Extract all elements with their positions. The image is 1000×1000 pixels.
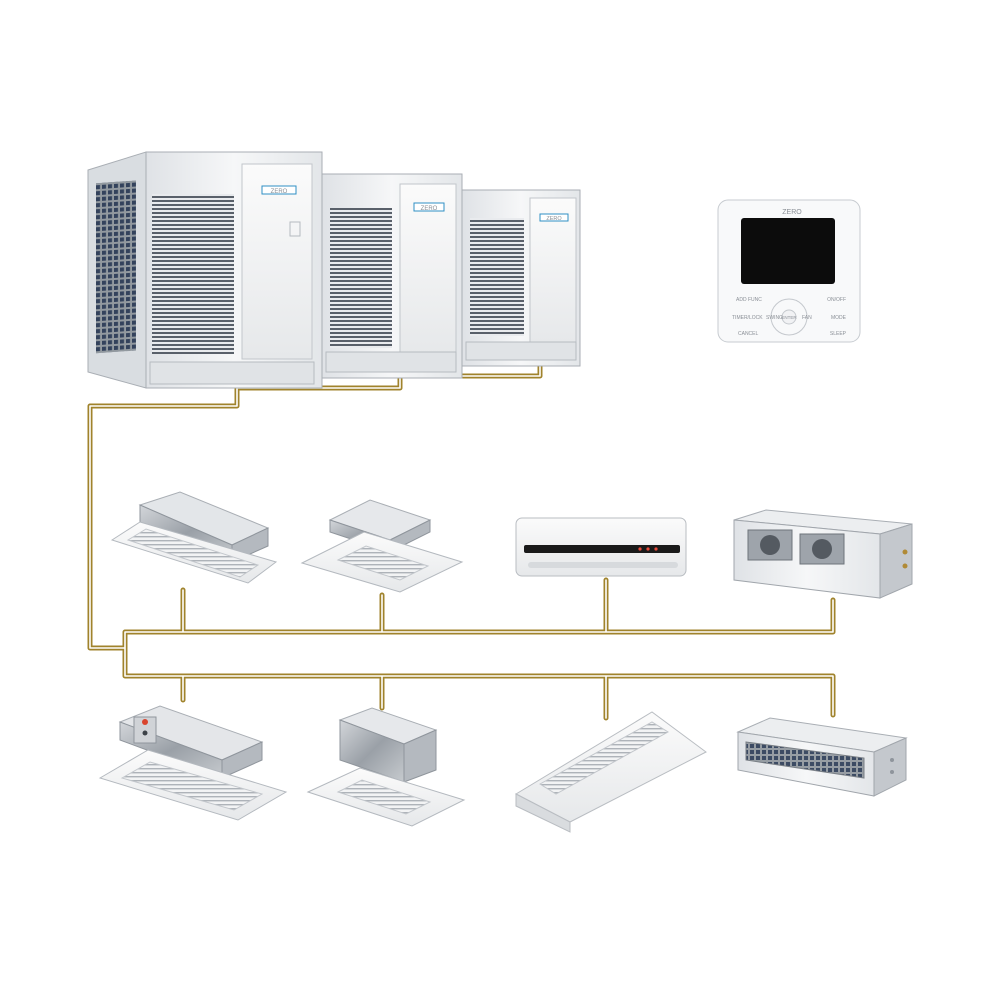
refrigerant-piping	[87, 347, 836, 721]
four-way-cassette-icon	[300, 499, 464, 593]
outdoor-badge-3: ZERO	[546, 216, 562, 222]
key-enter: ENTER	[781, 315, 797, 320]
ceiling-floor-unit-icon	[514, 711, 707, 833]
key-swing: SWING	[766, 315, 783, 321]
outdoor-unit-icon: ZERO ZERO ZERO	[87, 151, 581, 389]
one-way-cassette-icon	[110, 491, 278, 584]
slim-duct-icon	[736, 717, 908, 797]
key-sleep: SLEEP	[830, 331, 847, 337]
wall-mounted-unit-icon	[515, 517, 687, 577]
high-static-duct-icon	[733, 509, 913, 599]
four-way-cassette-icon-2	[306, 707, 466, 827]
key-mode: MODE	[831, 315, 847, 321]
key-onoff: ON/OFF	[827, 297, 846, 303]
key-cancel: CANCEL	[738, 331, 759, 337]
wired-controller-icon: ZERO ADD FUNC ON/OFF TIMER/LOCK SWING EN…	[717, 199, 861, 343]
controller-screen	[741, 218, 835, 284]
outdoor-badge-1: ZERO	[271, 189, 288, 195]
key-add-func: ADD FUNC	[736, 297, 762, 303]
key-fan: FAN	[802, 315, 812, 321]
key-timer-lock: TIMER/LOCK	[732, 315, 763, 321]
compact-cassette-icon	[98, 705, 288, 821]
controller-logo: ZERO	[782, 209, 802, 216]
outdoor-badge-2: ZERO	[421, 206, 438, 212]
pipe-inner	[89, 349, 834, 719]
